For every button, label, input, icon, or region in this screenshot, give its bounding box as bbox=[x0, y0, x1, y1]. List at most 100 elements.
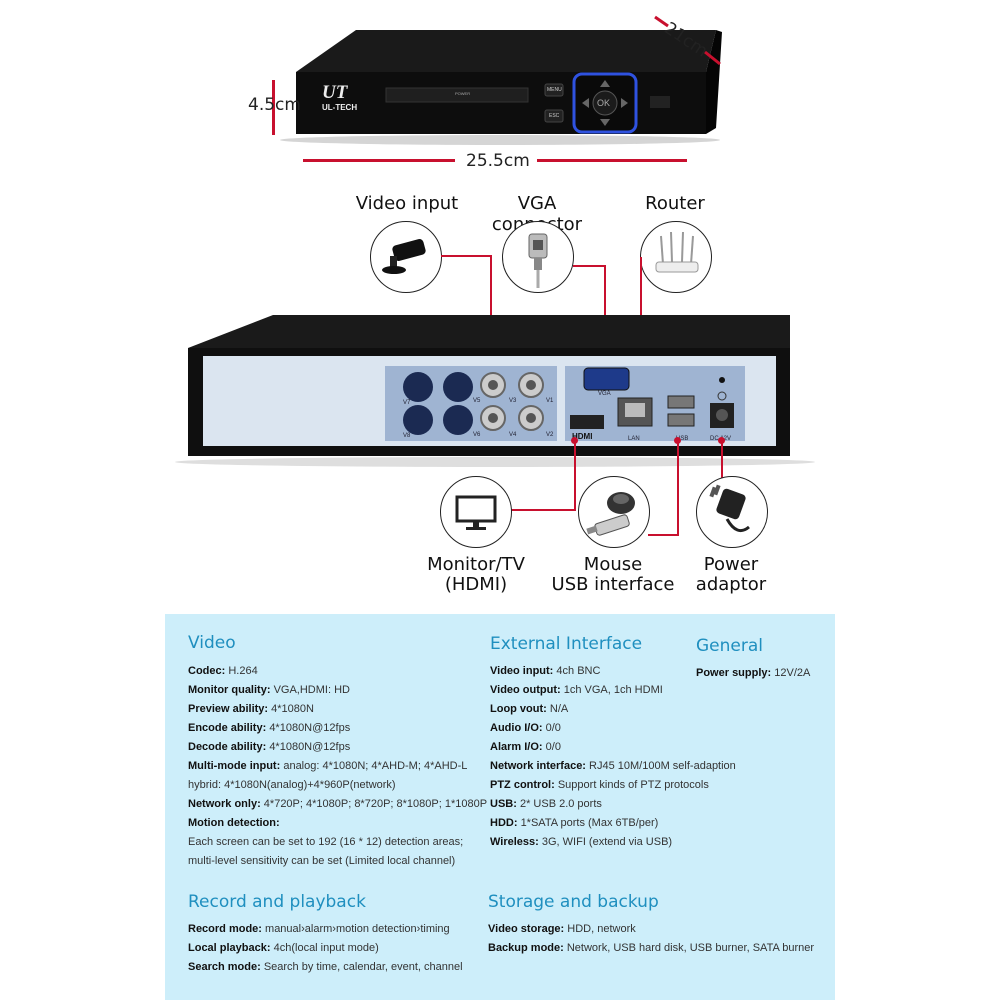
spec-row: Alarm I/O: 0/0 bbox=[490, 741, 561, 753]
power-adaptor-icon bbox=[696, 476, 768, 548]
power-label: POWER bbox=[455, 91, 471, 96]
brand-name: UL-TECH bbox=[322, 103, 358, 112]
spec-row: Backup mode: Network, USB hard disk, USB… bbox=[488, 942, 814, 954]
spec-value: 2* USB 2.0 ports bbox=[519, 798, 602, 810]
spec-row: multi-level sensitivity can be set (Limi… bbox=[188, 855, 455, 867]
spec-key: Record mode: bbox=[188, 923, 262, 935]
spec-row: Loop vout: N/A bbox=[490, 703, 568, 715]
spec-key: HDD: bbox=[490, 817, 518, 829]
spec-key: Decode ability: bbox=[188, 741, 267, 753]
spec-row: Preview ability: 4*1080N bbox=[188, 703, 314, 715]
spec-value: Support kinds of PTZ protocols bbox=[557, 779, 709, 791]
router-label: Router bbox=[645, 193, 705, 214]
spec-value: Each screen can be set to 192 (16 * 12) … bbox=[188, 836, 464, 848]
spec-key: USB: bbox=[490, 798, 517, 810]
usb-port-label: USB bbox=[676, 436, 689, 442]
spec-row: Monitor quality: VGA,HDMI: HD bbox=[188, 684, 350, 696]
spec-key: Motion detection: bbox=[188, 817, 280, 829]
spec-row: HDD: 1*SATA ports (Max 6TB/per) bbox=[490, 817, 658, 829]
spec-row: Motion detection: bbox=[188, 817, 280, 829]
connector-usb-line bbox=[648, 534, 679, 536]
spec-key: Loop vout: bbox=[490, 703, 547, 715]
spec-row: hybrid: 4*1080N(analog)+4*960P(network) bbox=[188, 779, 396, 791]
width-dimension: 25.5cm bbox=[466, 151, 530, 171]
monitor-icon bbox=[440, 476, 512, 548]
camera-icon bbox=[370, 221, 442, 293]
menu-label: MENU bbox=[547, 87, 562, 93]
spec-value: manual›alarm›motion detection›timing bbox=[265, 923, 450, 935]
ok-label: OK bbox=[597, 98, 611, 108]
spec-row: Video output: 1ch VGA, 1ch HDMI bbox=[490, 684, 663, 696]
mouse-usb-icon bbox=[578, 476, 650, 548]
spec-row: Encode ability: 4*1080N@12fps bbox=[188, 722, 350, 734]
spec-panel bbox=[165, 614, 835, 1000]
spec-key: Alarm I/O: bbox=[490, 741, 543, 753]
height-dimension: 4.5cm bbox=[248, 95, 301, 115]
spec-row: Network only: 4*720P; 4*1080P; 8*720P; 8… bbox=[188, 798, 487, 810]
spec-key: Power supply: bbox=[696, 667, 772, 679]
spec-value: analog: 4*1080N; 4*AHD-M; 4*AHD-L bbox=[283, 760, 468, 772]
spec-value: 4ch BNC bbox=[556, 665, 601, 677]
spec-row: PTZ control: Support kinds of PTZ protoc… bbox=[490, 779, 709, 791]
mouse-label-line2: USB interface bbox=[551, 574, 675, 595]
spec-value: hybrid: 4*1080N(analog)+4*960P(network) bbox=[188, 779, 396, 791]
bnc-label-v2: V2 bbox=[546, 432, 554, 438]
spec-value: Search by time, calendar, event, channel bbox=[263, 961, 463, 973]
spec-value: RJ45 10M/100M self-adaption bbox=[589, 760, 736, 772]
spec-key: Network interface: bbox=[490, 760, 586, 772]
spec-row: Video storage: HDD, network bbox=[488, 923, 636, 935]
spec-row: Decode ability: 4*1080N@12fps bbox=[188, 741, 350, 753]
spec-value: multi-level sensitivity can be set (Limi… bbox=[188, 855, 456, 867]
spec-key: Wireless: bbox=[490, 836, 539, 848]
spec-row: Multi-mode input: analog: 4*1080N; 4*AHD… bbox=[188, 760, 467, 772]
spec-value: 3G, WIFI (extend via USB) bbox=[541, 836, 673, 848]
bnc-label-v7: V7 bbox=[403, 400, 411, 406]
spec-value: N/A bbox=[549, 703, 569, 715]
spec-key: Encode ability: bbox=[188, 722, 267, 734]
spec-row: Each screen can be set to 192 (16 * 12) … bbox=[188, 836, 463, 848]
connector-vga-line bbox=[573, 265, 606, 267]
bnc-label-v1: V1 bbox=[546, 398, 554, 404]
connector-hdmi-drop bbox=[574, 440, 576, 510]
spec-row: Audio I/O: 0/0 bbox=[490, 722, 561, 734]
lan-port-label: LAN bbox=[628, 436, 640, 442]
spec-value: 1ch VGA, 1ch HDMI bbox=[563, 684, 663, 696]
spec-key: PTZ control: bbox=[490, 779, 555, 791]
spec-key: Audio I/O: bbox=[490, 722, 543, 734]
spec-value: HDD, network bbox=[567, 923, 636, 935]
spec-key: Multi-mode input: bbox=[188, 760, 281, 772]
spec-value: 4*1080N bbox=[271, 703, 314, 715]
connector-video-line bbox=[441, 255, 492, 257]
spec-value: 1*SATA ports (Max 6TB/per) bbox=[520, 817, 659, 829]
power-label-line1: Power bbox=[703, 554, 759, 575]
spec-value: 4*1080N@12fps bbox=[269, 741, 351, 753]
brand-logo: UT bbox=[322, 82, 348, 103]
spec-key: Video storage: bbox=[488, 923, 565, 935]
hdmi-port-label: HDMI bbox=[572, 432, 593, 441]
record-section-title: Record and playback bbox=[188, 892, 366, 912]
spec-value: 0/0 bbox=[545, 722, 561, 734]
mouse-label-line1: Mouse bbox=[583, 554, 643, 575]
connector-dc-drop bbox=[721, 440, 723, 481]
spec-value: 4ch(local input mode) bbox=[273, 942, 379, 954]
monitor-label-line2: (HDMI) bbox=[444, 574, 508, 595]
bnc-label-v8: V8 bbox=[403, 433, 411, 439]
general-section-title: General bbox=[696, 636, 763, 656]
spec-key: Search mode: bbox=[188, 961, 261, 973]
spec-key: Video output: bbox=[490, 684, 561, 696]
spec-key: Monitor quality: bbox=[188, 684, 271, 696]
spec-value: VGA,HDMI: HD bbox=[273, 684, 350, 696]
spec-row: Power supply: 12V/2A bbox=[696, 667, 810, 679]
spec-value: 4*1080N@12fps bbox=[269, 722, 351, 734]
router-icon bbox=[640, 221, 712, 293]
connector-usb-drop bbox=[677, 440, 679, 535]
video-section-title: Video bbox=[188, 633, 236, 653]
bnc-label-v6: V6 bbox=[473, 432, 481, 438]
spec-row: Video input: 4ch BNC bbox=[490, 665, 600, 677]
spec-row: Wireless: 3G, WIFI (extend via USB) bbox=[490, 836, 672, 848]
bnc-label-v3: V3 bbox=[509, 398, 517, 404]
vga-port-label: VGA bbox=[598, 391, 611, 397]
video-input-label: Video input bbox=[355, 193, 459, 214]
power-label-line2: adaptor bbox=[695, 574, 767, 595]
spec-value: 4*720P; 4*1080P; 8*720P; 8*1080P; 1*1080… bbox=[263, 798, 488, 810]
